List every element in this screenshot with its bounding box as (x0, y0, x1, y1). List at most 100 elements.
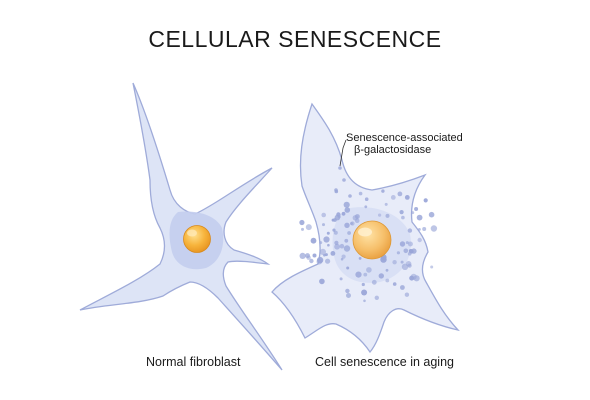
granule (407, 228, 413, 233)
granule (396, 251, 400, 255)
granule (299, 252, 306, 259)
granule (358, 191, 363, 196)
granule (347, 231, 351, 235)
granule (401, 215, 405, 220)
granule (336, 212, 341, 217)
granule (344, 222, 350, 228)
granule (366, 267, 372, 273)
granule (364, 197, 369, 201)
granule (409, 275, 415, 281)
granule (305, 224, 312, 231)
granule (343, 201, 350, 208)
granule (350, 222, 353, 225)
granule (416, 214, 423, 221)
granule (385, 268, 389, 272)
granule (371, 279, 377, 285)
granule (399, 241, 406, 247)
granule (374, 295, 379, 300)
granule (378, 213, 382, 217)
granule (414, 207, 419, 211)
granule (325, 258, 331, 264)
granule (316, 258, 323, 265)
granule (309, 258, 314, 264)
annotation-pointer-line (339, 139, 347, 167)
granule (345, 288, 350, 294)
granule (310, 237, 317, 244)
granule (327, 243, 330, 247)
granule (341, 254, 346, 259)
granule (423, 198, 428, 203)
granule (404, 292, 410, 297)
granule (334, 188, 338, 192)
granule (348, 194, 352, 198)
granule (339, 243, 345, 249)
granule (344, 238, 349, 243)
granule (430, 225, 438, 232)
normal-fibroblast-cell (79, 82, 283, 371)
granule (344, 207, 351, 213)
normal-fibroblast-caption: Normal fibroblast (146, 355, 241, 369)
granule (346, 293, 351, 298)
granule (411, 211, 415, 215)
granule (339, 277, 343, 281)
granule (384, 202, 388, 206)
senescent-cell-nucleus-highlight (358, 227, 372, 237)
annotation-line-2: β-galactosidase (354, 144, 432, 156)
beta-galactosidase-granules (299, 166, 438, 303)
granule (361, 282, 365, 287)
granule (422, 227, 427, 231)
senescent-cell-nucleus (352, 220, 392, 260)
granule (407, 241, 413, 247)
normal-fibroblast-nucleus (183, 225, 211, 253)
granule (343, 245, 351, 252)
granule (331, 218, 335, 222)
granule (378, 273, 384, 279)
granule (361, 289, 368, 296)
granule (338, 166, 342, 170)
senescent-cell-caption: Cell senescence in aging (315, 355, 454, 369)
granule (418, 228, 421, 231)
granule (319, 278, 325, 285)
granule (364, 205, 368, 209)
granule (397, 191, 403, 197)
granule (330, 251, 336, 256)
granule (334, 243, 340, 250)
granule (332, 228, 336, 232)
granule (352, 215, 358, 221)
granule (358, 257, 362, 260)
granule (385, 278, 390, 283)
granule (306, 255, 311, 260)
granule (404, 195, 410, 200)
granule (312, 253, 317, 258)
annotation-line-1: Senescence-associated (346, 132, 463, 144)
figure-title: CELLULAR SENESCENCE (148, 26, 442, 52)
granule (428, 211, 435, 218)
senescent-cell (271, 102, 460, 354)
granule (346, 266, 350, 270)
granule (355, 271, 362, 278)
granule (319, 241, 323, 245)
annotation-label: Senescence-associated β-galactosidase (346, 132, 463, 156)
granule (301, 227, 304, 231)
granule (405, 241, 409, 245)
granule (299, 219, 305, 226)
granule (319, 248, 326, 255)
granule (381, 189, 385, 193)
granule (392, 282, 397, 286)
granule (385, 213, 390, 218)
granule (326, 231, 330, 235)
granule (321, 212, 327, 218)
granule (430, 265, 434, 269)
granule (341, 211, 346, 216)
granule (417, 237, 422, 243)
granule (392, 260, 397, 265)
granule (323, 253, 326, 257)
granule (322, 223, 325, 227)
granule (400, 285, 405, 290)
granule (399, 210, 404, 215)
normal-fibroblast-nucleus-highlight (187, 229, 197, 237)
granule (363, 299, 366, 303)
granule (405, 261, 412, 267)
granule (342, 178, 346, 182)
